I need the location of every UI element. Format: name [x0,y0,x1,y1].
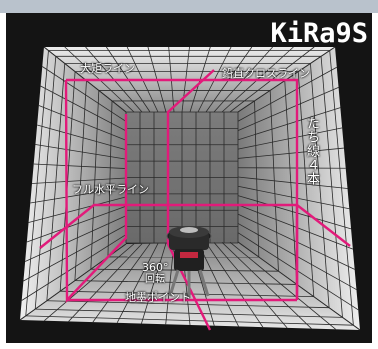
label-rotation-word: 回転 [145,274,165,285]
label-rotation-value: 360° [142,262,169,274]
brand-name: KiRa9S [270,18,368,49]
label-full-horizontal: フル水平ライン [72,184,149,196]
label-horizontal-large: 大矩ライン [80,63,135,75]
label-vertical-cross: 鉛直クロスライン [222,68,310,80]
label-four-lines: たち線４本 [304,116,318,186]
label-ground-point: 地墨ポイント [125,292,191,304]
